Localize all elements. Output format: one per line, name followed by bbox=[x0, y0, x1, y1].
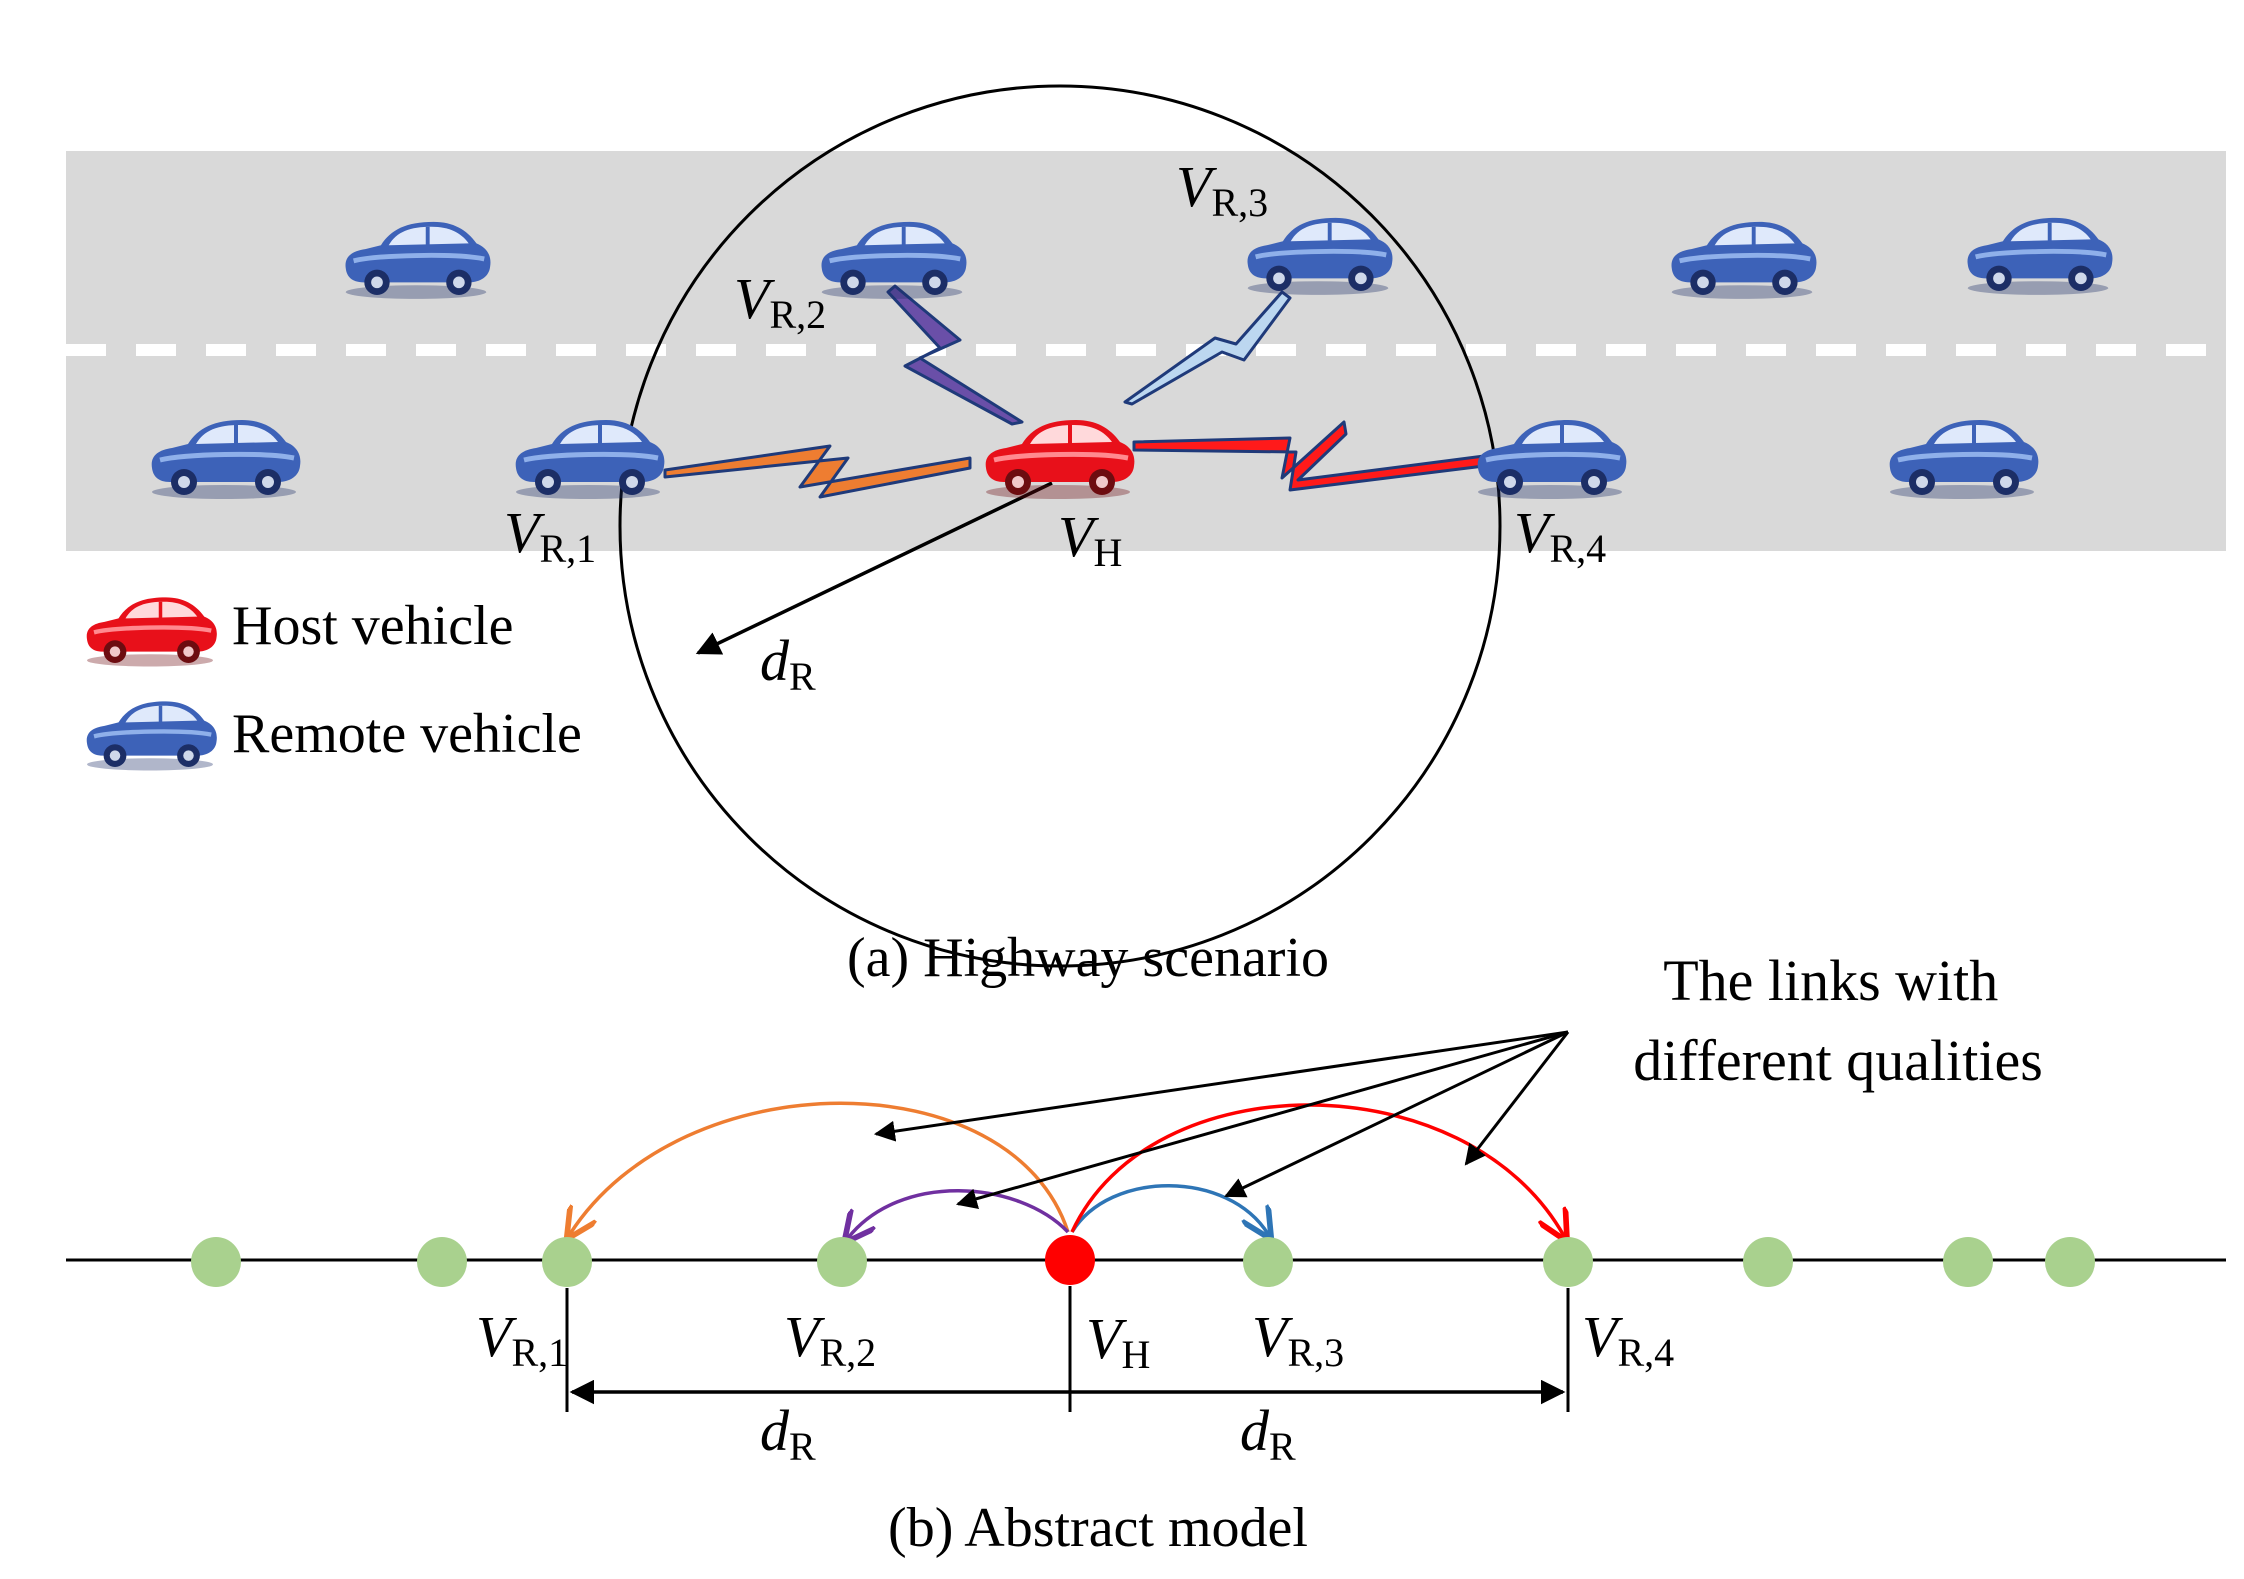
node-vr2 bbox=[817, 1237, 867, 1287]
remote-car-icon bbox=[87, 701, 217, 770]
caption-b: (b) Abstract model bbox=[888, 1497, 1308, 1559]
lightning-link-vr3 bbox=[1123, 290, 1292, 406]
label-vr4: VR,4 bbox=[1514, 500, 1606, 571]
legend: Host vehicle Remote vehicle bbox=[87, 595, 582, 771]
label-vh: VH bbox=[1058, 504, 1122, 575]
node-remote bbox=[417, 1237, 467, 1287]
radius-arrow bbox=[695, 481, 1053, 655]
caption-a: (a) Highway scenario bbox=[847, 927, 1329, 989]
host-car-icon bbox=[87, 597, 217, 666]
link-arc-vr2 bbox=[848, 1189, 1070, 1238]
node-vr4 bbox=[1543, 1237, 1593, 1287]
legend-remote-label: Remote vehicle bbox=[232, 703, 582, 765]
label-vr4: VR,4 bbox=[1582, 1304, 1674, 1375]
annotation-arrow bbox=[1224, 1030, 1569, 1198]
label-vr3: VR,3 bbox=[1176, 154, 1268, 225]
node-vr1 bbox=[542, 1237, 592, 1287]
annotation-arrow bbox=[873, 1030, 1569, 1142]
link-arc-vr4 bbox=[1070, 1103, 1564, 1236]
communication-range-circle bbox=[618, 84, 1502, 968]
legend-host-label: Host vehicle bbox=[232, 595, 513, 657]
node-vr3 bbox=[1243, 1237, 1293, 1287]
lightning-link-vr4 bbox=[1132, 420, 1486, 492]
label-vr2: VR,2 bbox=[784, 1304, 876, 1375]
lightning-link-vr2 bbox=[886, 284, 1024, 426]
node-remote bbox=[191, 1237, 241, 1287]
node-host bbox=[1045, 1235, 1095, 1285]
label-vr2: VR,2 bbox=[734, 266, 826, 337]
node-remote bbox=[1743, 1237, 1793, 1287]
link-arc-vr3 bbox=[1070, 1184, 1268, 1234]
annotation-arrow bbox=[955, 1030, 1569, 1209]
panel-a-highway-scenario: VR,3 VR,2 VR,1 VH VR,4 dR Host vehicle R… bbox=[66, 84, 2226, 989]
label-vr3: VR,3 bbox=[1252, 1304, 1344, 1375]
node-remote bbox=[2045, 1237, 2095, 1287]
label-dr-right: dR bbox=[1240, 1398, 1296, 1469]
label-dr-left: dR bbox=[760, 1398, 816, 1469]
lightning-link-vr1 bbox=[663, 444, 972, 499]
annotation-arrow bbox=[1464, 1031, 1570, 1166]
label-vh: VH bbox=[1086, 1306, 1150, 1377]
label-vr1: VR,1 bbox=[476, 1304, 568, 1375]
label-vr1: VR,1 bbox=[504, 500, 596, 571]
link-arc-vr1 bbox=[570, 1101, 1070, 1234]
label-dr: dR bbox=[760, 628, 816, 699]
node-remote bbox=[1943, 1237, 1993, 1287]
panel-b-abstract-model: The links with different qualities VR,1 … bbox=[66, 948, 2226, 1559]
annotation-text: The links with different qualities bbox=[1633, 948, 2043, 1093]
